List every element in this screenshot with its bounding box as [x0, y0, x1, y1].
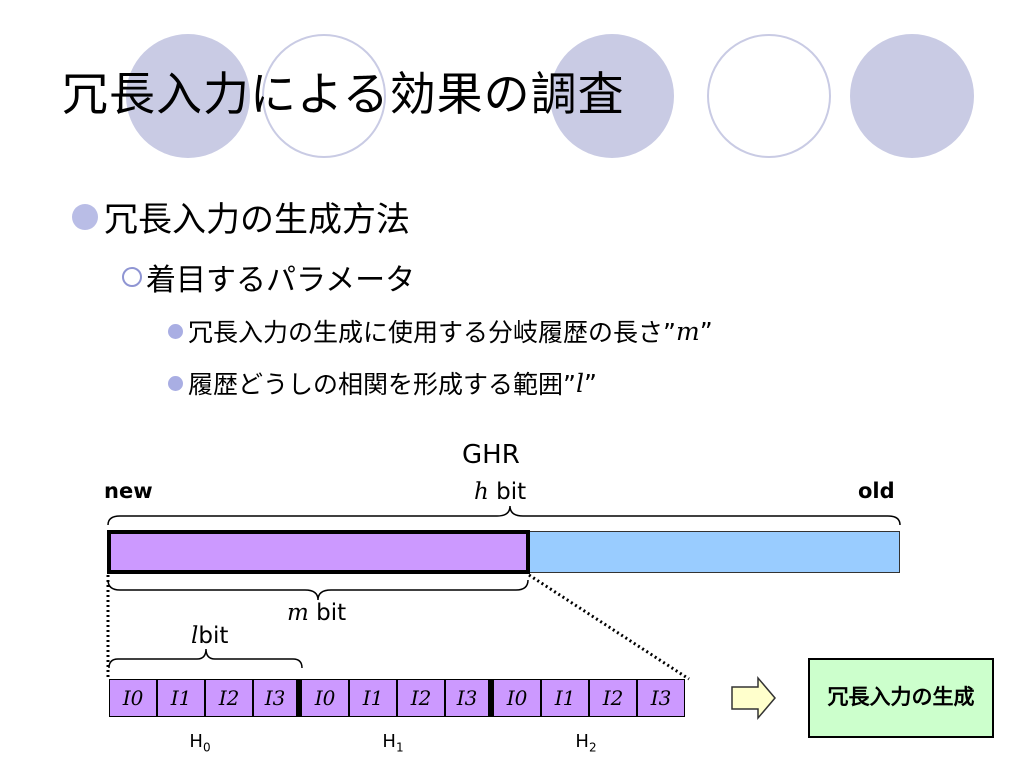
var-m: m	[675, 316, 700, 346]
group-base: H	[575, 731, 589, 752]
m-bit-brace	[107, 579, 529, 601]
bullet-level3-correlation-range: 履歴どうしの相関を形成する範囲”l”	[168, 365, 597, 401]
var-l: l	[191, 623, 199, 649]
bullet-dot-small-icon	[168, 375, 183, 391]
dotted-line-right	[528, 573, 690, 681]
var-m: m	[287, 600, 309, 626]
history-cells: I0 I1 I2 I3 I0 I1 I2 I3 I0 I1 I2 I3	[109, 679, 685, 717]
group-sub: 0	[202, 740, 211, 755]
bullet-dot-icon	[72, 203, 98, 230]
history-cell: I3	[253, 679, 301, 717]
slide-title: 冗長入力による効果の調査	[62, 67, 625, 121]
decor-circle-2	[262, 34, 386, 158]
ghr-old-bits-bar	[525, 531, 900, 573]
history-cell: I3	[445, 679, 493, 717]
right-arrow-icon	[731, 675, 776, 721]
h-bit-unit: bit	[488, 479, 527, 505]
history-cell: I0	[493, 679, 541, 717]
history-cell: I2	[205, 679, 253, 717]
history-cell: I1	[541, 679, 589, 717]
l-bit-unit: bit	[198, 623, 229, 649]
bullet-level3b-text: 履歴どうしの相関を形成する範囲”	[188, 370, 576, 399]
bullet-level3a-text: 冗長入力の生成に使用する分岐履歴の長さ”	[188, 318, 676, 347]
close-quote: ”	[583, 368, 597, 398]
decor-circle-3	[550, 34, 674, 158]
var-h: h	[474, 479, 489, 505]
close-quote: ”	[699, 316, 713, 346]
group-base: H	[189, 731, 203, 752]
bullet-ring-icon	[122, 267, 142, 287]
history-cell: I2	[397, 679, 445, 717]
history-cell: I1	[157, 679, 205, 717]
decor-circle-1	[126, 34, 250, 158]
ghr-recent-m-bits-bar	[107, 530, 530, 574]
group-label-h0: H0	[170, 731, 230, 755]
group-sub: 2	[588, 740, 597, 755]
history-cell: I2	[589, 679, 637, 717]
group-label-h2: H2	[556, 731, 616, 755]
l-bit-label: lbit	[191, 623, 228, 649]
h-bit-brace	[107, 505, 901, 526]
history-cell: I1	[349, 679, 397, 717]
bullet-level1-text: 冗長入力の生成方法	[104, 200, 410, 240]
decor-circle-4	[707, 34, 831, 158]
redundant-input-result-box: 冗長入力の生成	[808, 658, 994, 738]
old-label: old	[858, 479, 895, 503]
bullet-level2: 着目するパラメータ	[122, 255, 415, 299]
m-bit-label: m bit	[287, 600, 346, 626]
new-label: new	[104, 479, 153, 503]
history-cell: I3	[637, 679, 685, 717]
l-bit-brace	[108, 648, 303, 669]
group-base: H	[382, 731, 396, 752]
var-l: l	[575, 368, 584, 398]
group-sub: 1	[395, 740, 404, 755]
group-label-h1: H1	[363, 731, 423, 755]
bullet-level1: 冗長入力の生成方法	[72, 192, 410, 241]
bullet-dot-small-icon	[168, 323, 183, 339]
h-bit-label: h bit	[474, 479, 526, 505]
history-cell: I0	[109, 679, 157, 717]
bullet-level3-history-length: 冗長入力の生成に使用する分岐履歴の長さ”m ”	[168, 313, 713, 349]
ghr-label: GHR	[462, 440, 520, 470]
history-cell: I0	[301, 679, 349, 717]
decor-circle-5	[850, 34, 974, 158]
m-bit-unit: bit	[308, 600, 347, 626]
bullet-level2-text: 着目するパラメータ	[146, 263, 416, 298]
